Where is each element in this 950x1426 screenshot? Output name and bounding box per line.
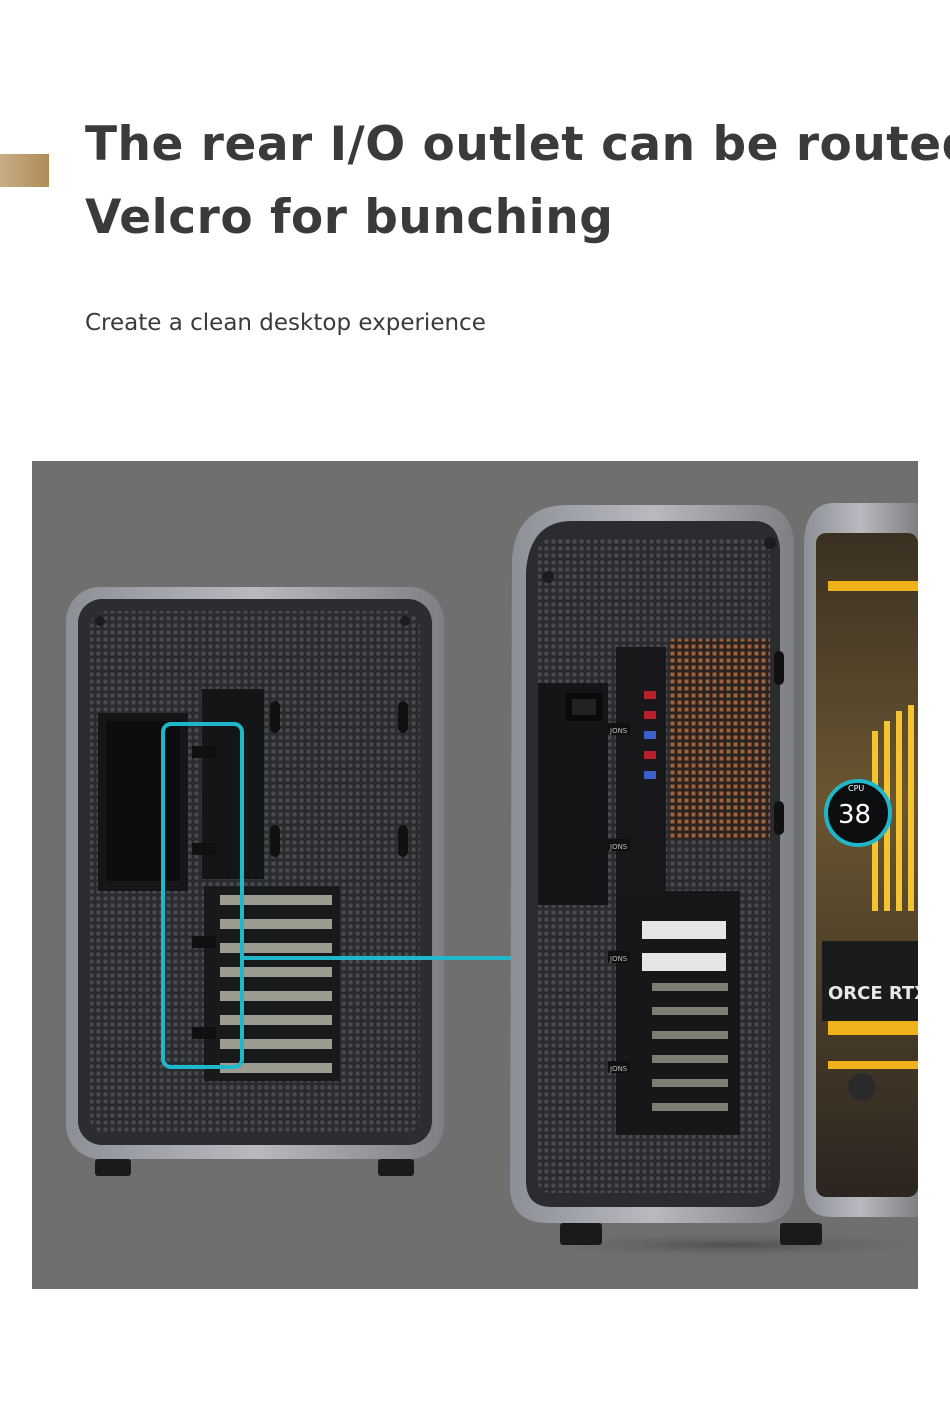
subtitle: Create a clean desktop experience <box>85 310 486 336</box>
gpu-label: ORCE RTX <box>828 983 918 1004</box>
cpu-label: CPU <box>848 784 864 793</box>
case-illustration: JONS JONS JONS JONS CPU <box>66 503 918 1259</box>
rear-case-left <box>66 587 444 1176</box>
title-line-2: Velcro for bunching <box>85 190 614 245</box>
strap-brand-2: JONS <box>609 843 628 851</box>
accent-bar <box>0 154 49 187</box>
title-line-1: The rear I/O outlet can be routed <box>85 117 950 172</box>
product-photo: JONS JONS JONS JONS CPU <box>32 461 918 1289</box>
cpu-temp: 38 <box>838 800 871 830</box>
strap-brand-3: JONS <box>609 955 628 963</box>
strap-brand-1: JONS <box>609 727 628 735</box>
angled-case-right: JONS JONS JONS JONS CPU <box>510 503 918 1245</box>
highlight-box <box>161 722 244 1069</box>
strap-brand-4: JONS <box>609 1065 628 1073</box>
page-title: The rear I/O outlet can be routed Velcro… <box>85 108 950 254</box>
cooler-display <box>824 779 892 847</box>
